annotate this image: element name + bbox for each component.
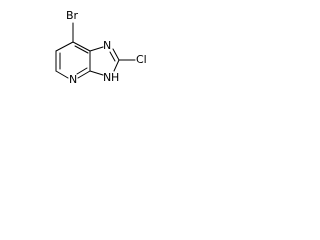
bond-c7-c7a: [72, 41, 91, 52]
bond-n1-c2-inner: [109, 51, 116, 62]
bond-n3-c3a: [89, 70, 104, 76]
structure-canvas: Br N Cl N N H: [0, 0, 160, 103]
bond-n1-c2: [112, 48, 120, 61]
atom-n-imine: N: [103, 39, 111, 52]
atom-nh-h: H: [111, 71, 119, 84]
bond-c6-c7: [55, 41, 74, 52]
bonds: [55, 22, 136, 79]
bond-c3a-n4: [77, 70, 91, 79]
molecule-diagram: Br N Cl N N H: [55, 9, 147, 86]
bond-c3a-n4-inner: [76, 67, 88, 75]
atom-nh-n: N: [103, 71, 111, 84]
bond-c7-c7a-inner: [74, 45, 89, 54]
bond-n4-c5: [55, 70, 69, 79]
atom-n-pyridine: N: [69, 73, 77, 86]
atom-br: Br: [66, 9, 79, 22]
atom-cl: Cl: [136, 53, 147, 66]
bond-c2-n3: [113, 59, 120, 72]
bond-c7a-n1: [89, 46, 104, 52]
atom-labels: Br N Cl N N H: [66, 9, 147, 86]
